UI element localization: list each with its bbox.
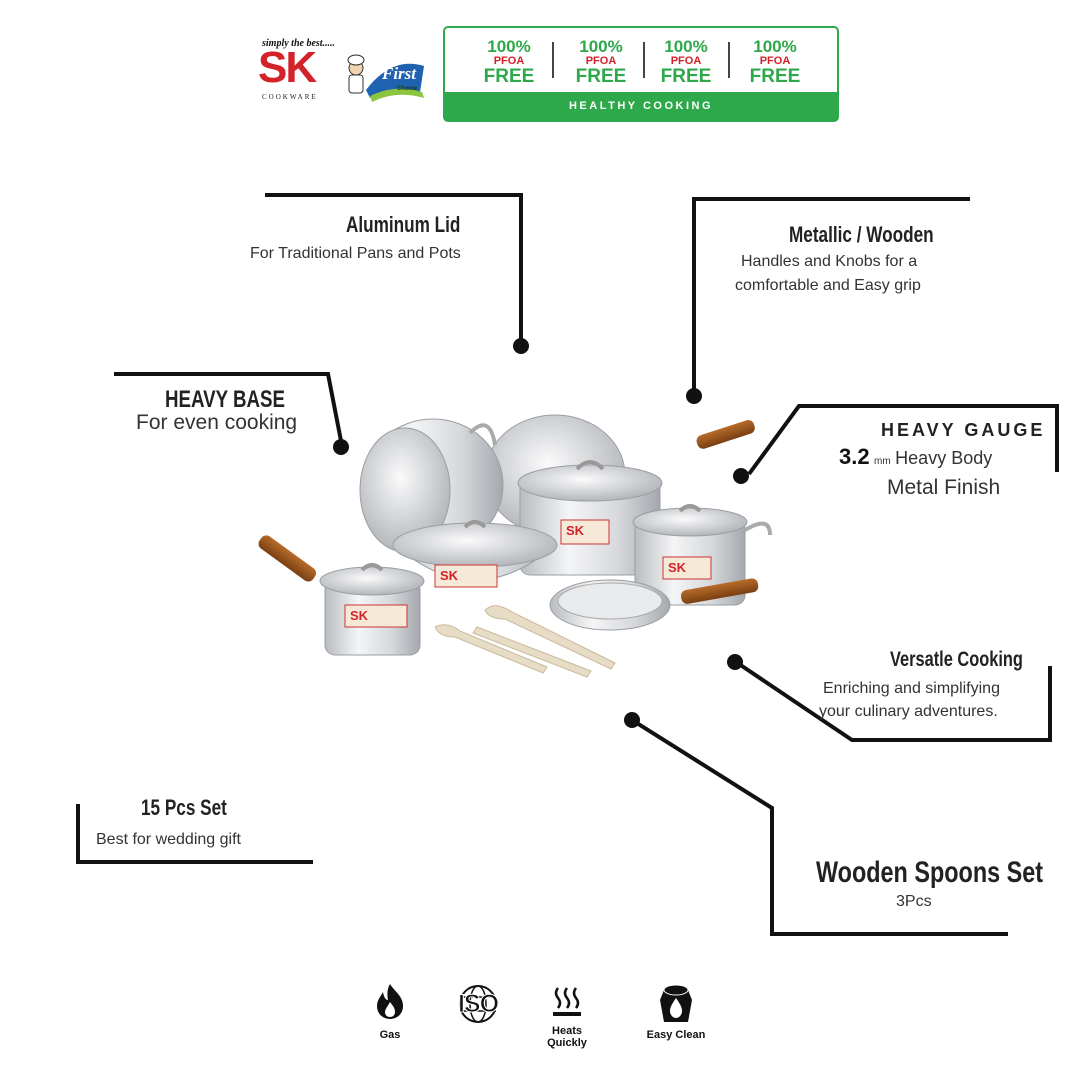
versatile-callout-line — [734, 660, 1052, 742]
handles-subtitle-2: comfortable and Easy grip — [735, 277, 921, 294]
callout-line — [265, 193, 523, 197]
base-subtitle: For even cooking — [136, 411, 298, 434]
gauge-subtitle-2: Metal Finish — [887, 476, 1001, 499]
spoons-title: Wooden Spoons Set — [816, 856, 1044, 889]
pfoa-item: 100% PFOA FREE — [566, 38, 636, 86]
feature-iso: ISO — [446, 984, 510, 1024]
versatile-subtitle-2: your culinary adventures. — [819, 703, 998, 720]
lid-title: Aluminum Lid — [346, 212, 461, 237]
divider — [552, 42, 554, 78]
gauge-value-row: 3.2 mm Heavy Body — [839, 444, 992, 470]
steam-icon — [545, 984, 589, 1025]
divider — [728, 42, 730, 78]
callout-line — [519, 193, 523, 343]
feature-heats-quickly: Heats Quickly — [545, 984, 589, 1049]
handles-subtitle-1: Handles and Knobs for a — [741, 253, 918, 270]
feature-label: Easy Clean — [646, 1029, 706, 1041]
pfoa-percent: 100% — [487, 37, 531, 56]
brand-logo: SK — [258, 43, 317, 92]
set-title: 15 Pcs Set — [141, 795, 227, 820]
first-choice-badge: the First Choice — [340, 52, 430, 104]
callout-dot — [333, 439, 349, 455]
divider — [643, 42, 645, 78]
pot-brand-label: SK — [350, 608, 369, 623]
pfoa-free: FREE — [575, 66, 627, 87]
versatile-subtitle-1: Enriching and simplifying — [823, 680, 1000, 697]
healthy-cooking-banner: HEALTHY COOKING — [445, 92, 837, 120]
cookware-set-image: SK SK SK SK — [255, 405, 795, 685]
gauge-callout-line — [747, 404, 1059, 476]
callout-line — [692, 197, 696, 393]
pfoa-item: 100% PFOA FREE — [474, 38, 544, 86]
callout-line — [692, 197, 970, 201]
pfoa-label: PFOA — [670, 55, 702, 67]
versatile-title: Versatle Cooking — [890, 648, 1023, 671]
feature-label: Gas — [379, 1029, 401, 1041]
pfoa-free: FREE — [660, 66, 712, 87]
callout-dot — [513, 338, 529, 354]
handles-title: Metallic / Wooden — [789, 222, 934, 247]
pfoa-label: PFOA — [493, 55, 525, 67]
badge-sub-text: Choice — [397, 86, 418, 92]
base-callout-line — [114, 372, 344, 447]
callout-dot — [733, 468, 749, 484]
callout-line — [76, 804, 80, 864]
feature-label: Heats Quickly — [547, 1025, 587, 1049]
pfoa-free: FREE — [749, 66, 801, 87]
pot-brand-label: SK — [566, 523, 585, 538]
spoons-callout-line — [630, 718, 1008, 936]
pot-brand-label: SK — [440, 568, 459, 583]
flame-icon — [368, 982, 412, 1025]
clean-icon — [640, 982, 712, 1029]
gauge-value: 3.2 — [839, 444, 870, 469]
pfoa-label: PFOA — [759, 55, 791, 67]
lid-subtitle: For Traditional Pans and Pots — [250, 245, 461, 262]
pfoa-percent: 100% — [664, 37, 708, 56]
gauge-title: HEAVY GAUGE — [881, 420, 1046, 440]
brand-subtitle: COOKWARE — [262, 93, 318, 101]
gauge-subtitle-1: Heavy Body — [895, 448, 993, 468]
callout-dot — [686, 388, 702, 404]
callout-dot — [624, 712, 640, 728]
pfoa-item: 100% PFOA FREE — [740, 38, 810, 86]
feature-easy-clean: Easy Clean — [640, 982, 712, 1041]
badge-top-text: the — [393, 58, 403, 65]
base-title: HEAVY BASE — [165, 386, 285, 413]
pfoa-free: FREE — [483, 66, 535, 87]
callout-dot — [727, 654, 743, 670]
pfoa-percent: 100% — [753, 37, 797, 56]
gauge-unit: mm — [874, 456, 891, 467]
feature-gas: Gas — [368, 982, 412, 1041]
pot-brand-label: SK — [668, 560, 687, 575]
badge-main-text: First — [382, 64, 417, 83]
pfoa-percent: 100% — [579, 37, 623, 56]
set-subtitle: Best for wedding gift — [96, 831, 241, 848]
pfoa-item: 100% PFOA FREE — [651, 38, 721, 86]
spoons-subtitle: 3Pcs — [896, 893, 932, 910]
iso-text: ISO — [457, 990, 499, 1019]
brand-tagline: simply the best..... — [262, 38, 336, 49]
pfoa-free-panel: 100% PFOA FREE 100% PFOA FREE 100% PFOA … — [443, 26, 839, 122]
callout-line — [76, 860, 313, 864]
iso-icon — [459, 985, 497, 1023]
pfoa-label: PFOA — [585, 55, 617, 67]
